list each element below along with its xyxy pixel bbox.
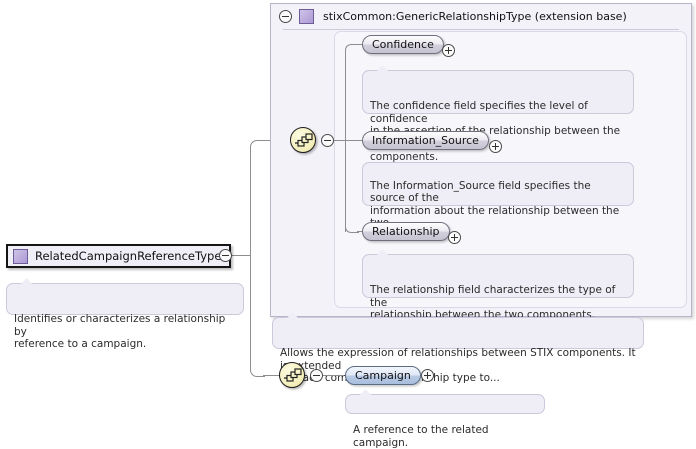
- sequence-glyph-icon: [295, 133, 313, 147]
- bubble-tail: [287, 312, 298, 318]
- root-collapse-toggle[interactable]: [219, 249, 232, 262]
- type-box-label: RelatedCampaignReferenceType: [35, 249, 222, 263]
- connector-seq-to-confidence: [357, 44, 363, 45]
- doc-bubble-information-source: The Information_Source field specifies t…: [362, 162, 634, 242]
- extension-base-label: stixCommon:GenericRelationshipType (exte…: [323, 10, 627, 23]
- doc-bubble-confidence: The confidence field specifies the level…: [362, 65, 634, 163]
- element-campaign-label: Campaign: [355, 369, 411, 382]
- connector-root-stem: [232, 255, 251, 256]
- extension-base-collapse-toggle[interactable]: [279, 10, 292, 23]
- sequence-icon[interactable]: [290, 127, 316, 153]
- doc-bubble-relationship: The relationship field characterizes the…: [362, 249, 634, 334]
- type-square-icon: [299, 9, 314, 24]
- connector-seq-trunk: [345, 51, 346, 232]
- element-confidence-expand-toggle[interactable]: [442, 44, 455, 57]
- doc-bubble-extension-base-text: Allows the expression of relationships b…: [280, 347, 636, 385]
- connector-seq-elbow-bottom: [345, 219, 359, 233]
- connector-seq-elbow-top: [345, 44, 359, 58]
- connector-seq-stem: [334, 140, 346, 141]
- element-information-source-expand-toggle[interactable]: [489, 140, 502, 153]
- connector-elbow-top: [250, 140, 265, 155]
- element-information-source-label: Information_Source: [372, 134, 479, 147]
- element-campaign[interactable]: Campaign: [345, 366, 421, 385]
- element-relationship[interactable]: Relationship: [362, 222, 450, 241]
- element-confidence-label: Confidence: [372, 38, 434, 51]
- bubble-tail: [21, 278, 32, 284]
- base-sequence-collapse-toggle[interactable]: [321, 134, 334, 147]
- bubble-tail: [377, 65, 388, 71]
- doc-bubble-campaign: A reference to the related campaign.: [345, 389, 545, 449]
- connector-seq-to-relationship: [357, 231, 363, 232]
- element-relationship-expand-toggle[interactable]: [448, 231, 461, 244]
- connector-seq-to-infosource: [345, 140, 363, 141]
- doc-bubble-root: Identifies or characterizes a relationsh…: [6, 278, 244, 350]
- connector-to-own-sequence: [263, 375, 280, 376]
- element-confidence[interactable]: Confidence: [362, 35, 444, 54]
- schema-diagram-canvas: stixCommon:GenericRelationshipType (exte…: [6, 3, 692, 449]
- sequence-glyph-icon: [284, 368, 302, 382]
- doc-bubble-root-text: Identifies or characterizes a relationsh…: [14, 313, 226, 351]
- element-campaign-expand-toggle[interactable]: [421, 369, 434, 382]
- bubble-tail: [377, 249, 388, 255]
- doc-bubble-extension-base: Allows the expression of relationships b…: [272, 312, 644, 384]
- element-relationship-label: Relationship: [372, 225, 440, 238]
- header-separator: [283, 29, 679, 30]
- element-information-source[interactable]: Information_Source: [362, 131, 489, 150]
- connector-elbow-bottom: [250, 362, 265, 377]
- extension-base-header: stixCommon:GenericRelationshipType (exte…: [271, 4, 691, 29]
- connector-own-seq-to-campaign: [323, 375, 344, 376]
- connector-trunk: [250, 147, 251, 369]
- type-square-icon: [13, 248, 28, 264]
- own-sequence-collapse-toggle[interactable]: [310, 369, 323, 382]
- bubble-tail: [360, 389, 371, 395]
- doc-bubble-campaign-text: A reference to the related campaign.: [353, 424, 489, 449]
- sequence-icon[interactable]: [279, 362, 305, 388]
- type-box-related-campaign-reference-type[interactable]: RelatedCampaignReferenceType: [6, 244, 232, 268]
